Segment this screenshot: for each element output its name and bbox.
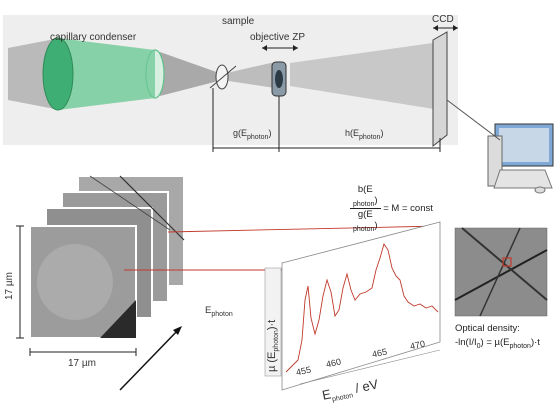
optical-density-formula: -ln(I/I0) = µ(Ephoton)·t [455,337,540,350]
pixel-link-top [167,225,441,233]
optical-density-title: Optical density: [455,323,520,334]
ccd-cable [446,99,501,141]
capillary-condenser-label: capillary condenser [50,32,137,43]
computer-icon [487,123,554,194]
converging-beam [160,52,222,96]
energy-arrow [119,327,181,391]
stack-width-label: 17 µm [68,358,96,369]
capillary-condenser [58,38,155,110]
condenser-entry-face [42,37,74,111]
ccd-label: CCD [432,14,454,25]
imaging-beam [290,42,440,110]
spectrum-curve [285,242,439,373]
sample-pointer [209,65,237,89]
optical-density-text: Optical density: -ln(I/I0) = µ(Ephoton)·… [455,322,540,354]
spectrum-panel [281,221,441,391]
spectrum-y-label: µ (Ephoton)·t [266,319,281,372]
objective-zp-label: objective ZP [250,32,306,43]
sample-label: sample [222,16,255,27]
y-axis-band [264,267,282,377]
h-distance-label: h(Ephoton) [345,128,384,141]
stack-height-label: 17 µm [4,272,15,300]
sample-holder [215,64,229,90]
density-inset [454,227,548,317]
selected-pixel-marker [502,257,512,267]
ccd-detector [432,31,448,148]
g-distance-label: g(Ephoton) [233,128,272,141]
sample-beam [222,62,275,88]
energy-axis-label: Ephoton [205,305,233,318]
zone-plate-center [275,70,283,88]
stack-dark-region [100,300,136,338]
